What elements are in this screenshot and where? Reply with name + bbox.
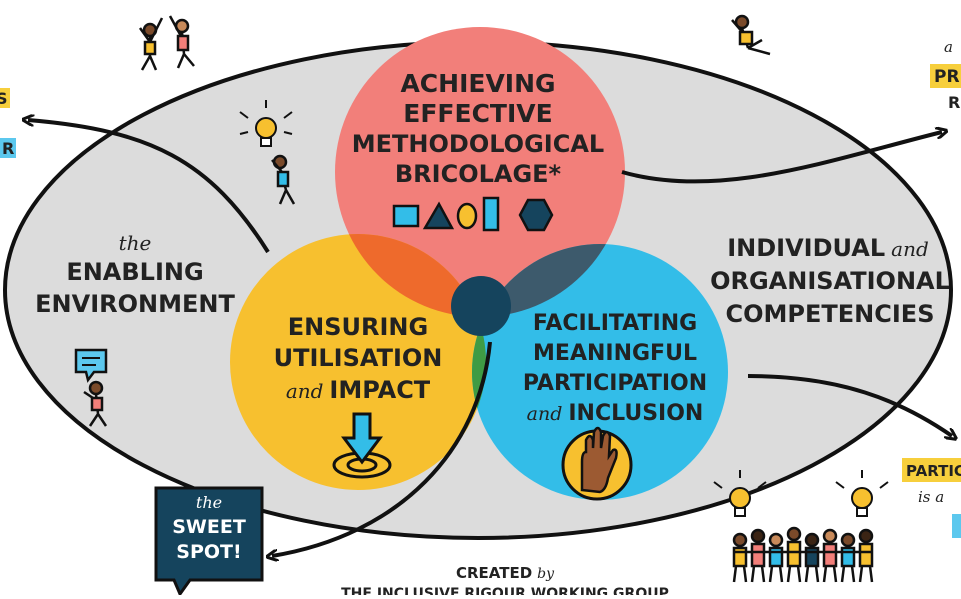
competencies-line2: ORGANISATIONAL xyxy=(710,267,950,295)
sweet-spot-center xyxy=(451,276,511,336)
bottom-right-highlight-2 xyxy=(952,514,961,538)
sweet-spot-callout: the SWEET SPOT! xyxy=(154,486,264,598)
credit-line2: THE INCLUSIVE RIGOUR WORKING GROUP xyxy=(341,586,669,595)
target-arrow-icon xyxy=(332,412,392,479)
lightbulb-icon xyxy=(239,100,293,147)
right-circle-line1: FACILITATING xyxy=(533,311,697,336)
arrow-right-down xyxy=(747,374,952,436)
left-circle-line2: UTILISATION xyxy=(274,344,443,372)
right-circle-line3: PARTICIPATION xyxy=(523,371,707,396)
sweet-spot-small: the xyxy=(196,493,222,512)
arrow-left-up xyxy=(28,120,270,254)
left-circle-line1: ENSURING xyxy=(288,313,428,341)
top-circle-line4: BRICOLAGE* xyxy=(395,160,562,188)
enabling-line1: ENABLING xyxy=(66,258,203,286)
bottom-right-script: is a xyxy=(918,488,944,506)
bottom-right-highlight xyxy=(902,458,961,482)
top-circle-line1: ACHIEVING xyxy=(400,69,555,98)
circle-right xyxy=(472,244,728,500)
hand-icon xyxy=(561,426,633,501)
arrow-sweet-spot xyxy=(272,341,492,556)
overlap-top-left xyxy=(335,234,486,317)
top-circle-line2: EFFECTIVE xyxy=(403,99,552,128)
top-right-line: R xyxy=(948,93,960,112)
left-highlight-1 xyxy=(0,88,10,108)
person-figure xyxy=(731,14,771,56)
lightbulb-icon xyxy=(835,470,889,517)
left-fragment-1: S xyxy=(0,89,8,108)
speech-bubble-icon xyxy=(74,348,108,383)
lightbulb-icon xyxy=(713,470,767,517)
shapes-icon xyxy=(392,196,554,232)
right-circle-line2: MEANINGFUL xyxy=(533,341,697,366)
top-right-highlight xyxy=(930,64,961,88)
competencies-line3: COMPETENCIES xyxy=(726,300,935,328)
top-circle-line3: METHODOLOGICAL xyxy=(352,130,604,158)
arrow-right-up xyxy=(621,132,942,184)
sweet-spot-line1: SWEET xyxy=(172,516,246,538)
left-highlight-2 xyxy=(0,138,16,158)
crowd-figures xyxy=(732,526,874,583)
left-fragment-2: R xyxy=(2,139,14,158)
person-figure xyxy=(138,15,195,71)
top-right-highlight-text: PR xyxy=(934,67,960,87)
enabling-small: the xyxy=(119,231,152,255)
bottom-right-highlight-text: PARTIC xyxy=(906,462,961,480)
person-figure xyxy=(83,380,108,427)
top-right-script: a xyxy=(944,38,953,56)
enabling-line2: ENVIRONMENT xyxy=(35,290,235,318)
sweet-spot-line2: SPOT! xyxy=(176,541,241,563)
person-figure xyxy=(271,154,296,205)
